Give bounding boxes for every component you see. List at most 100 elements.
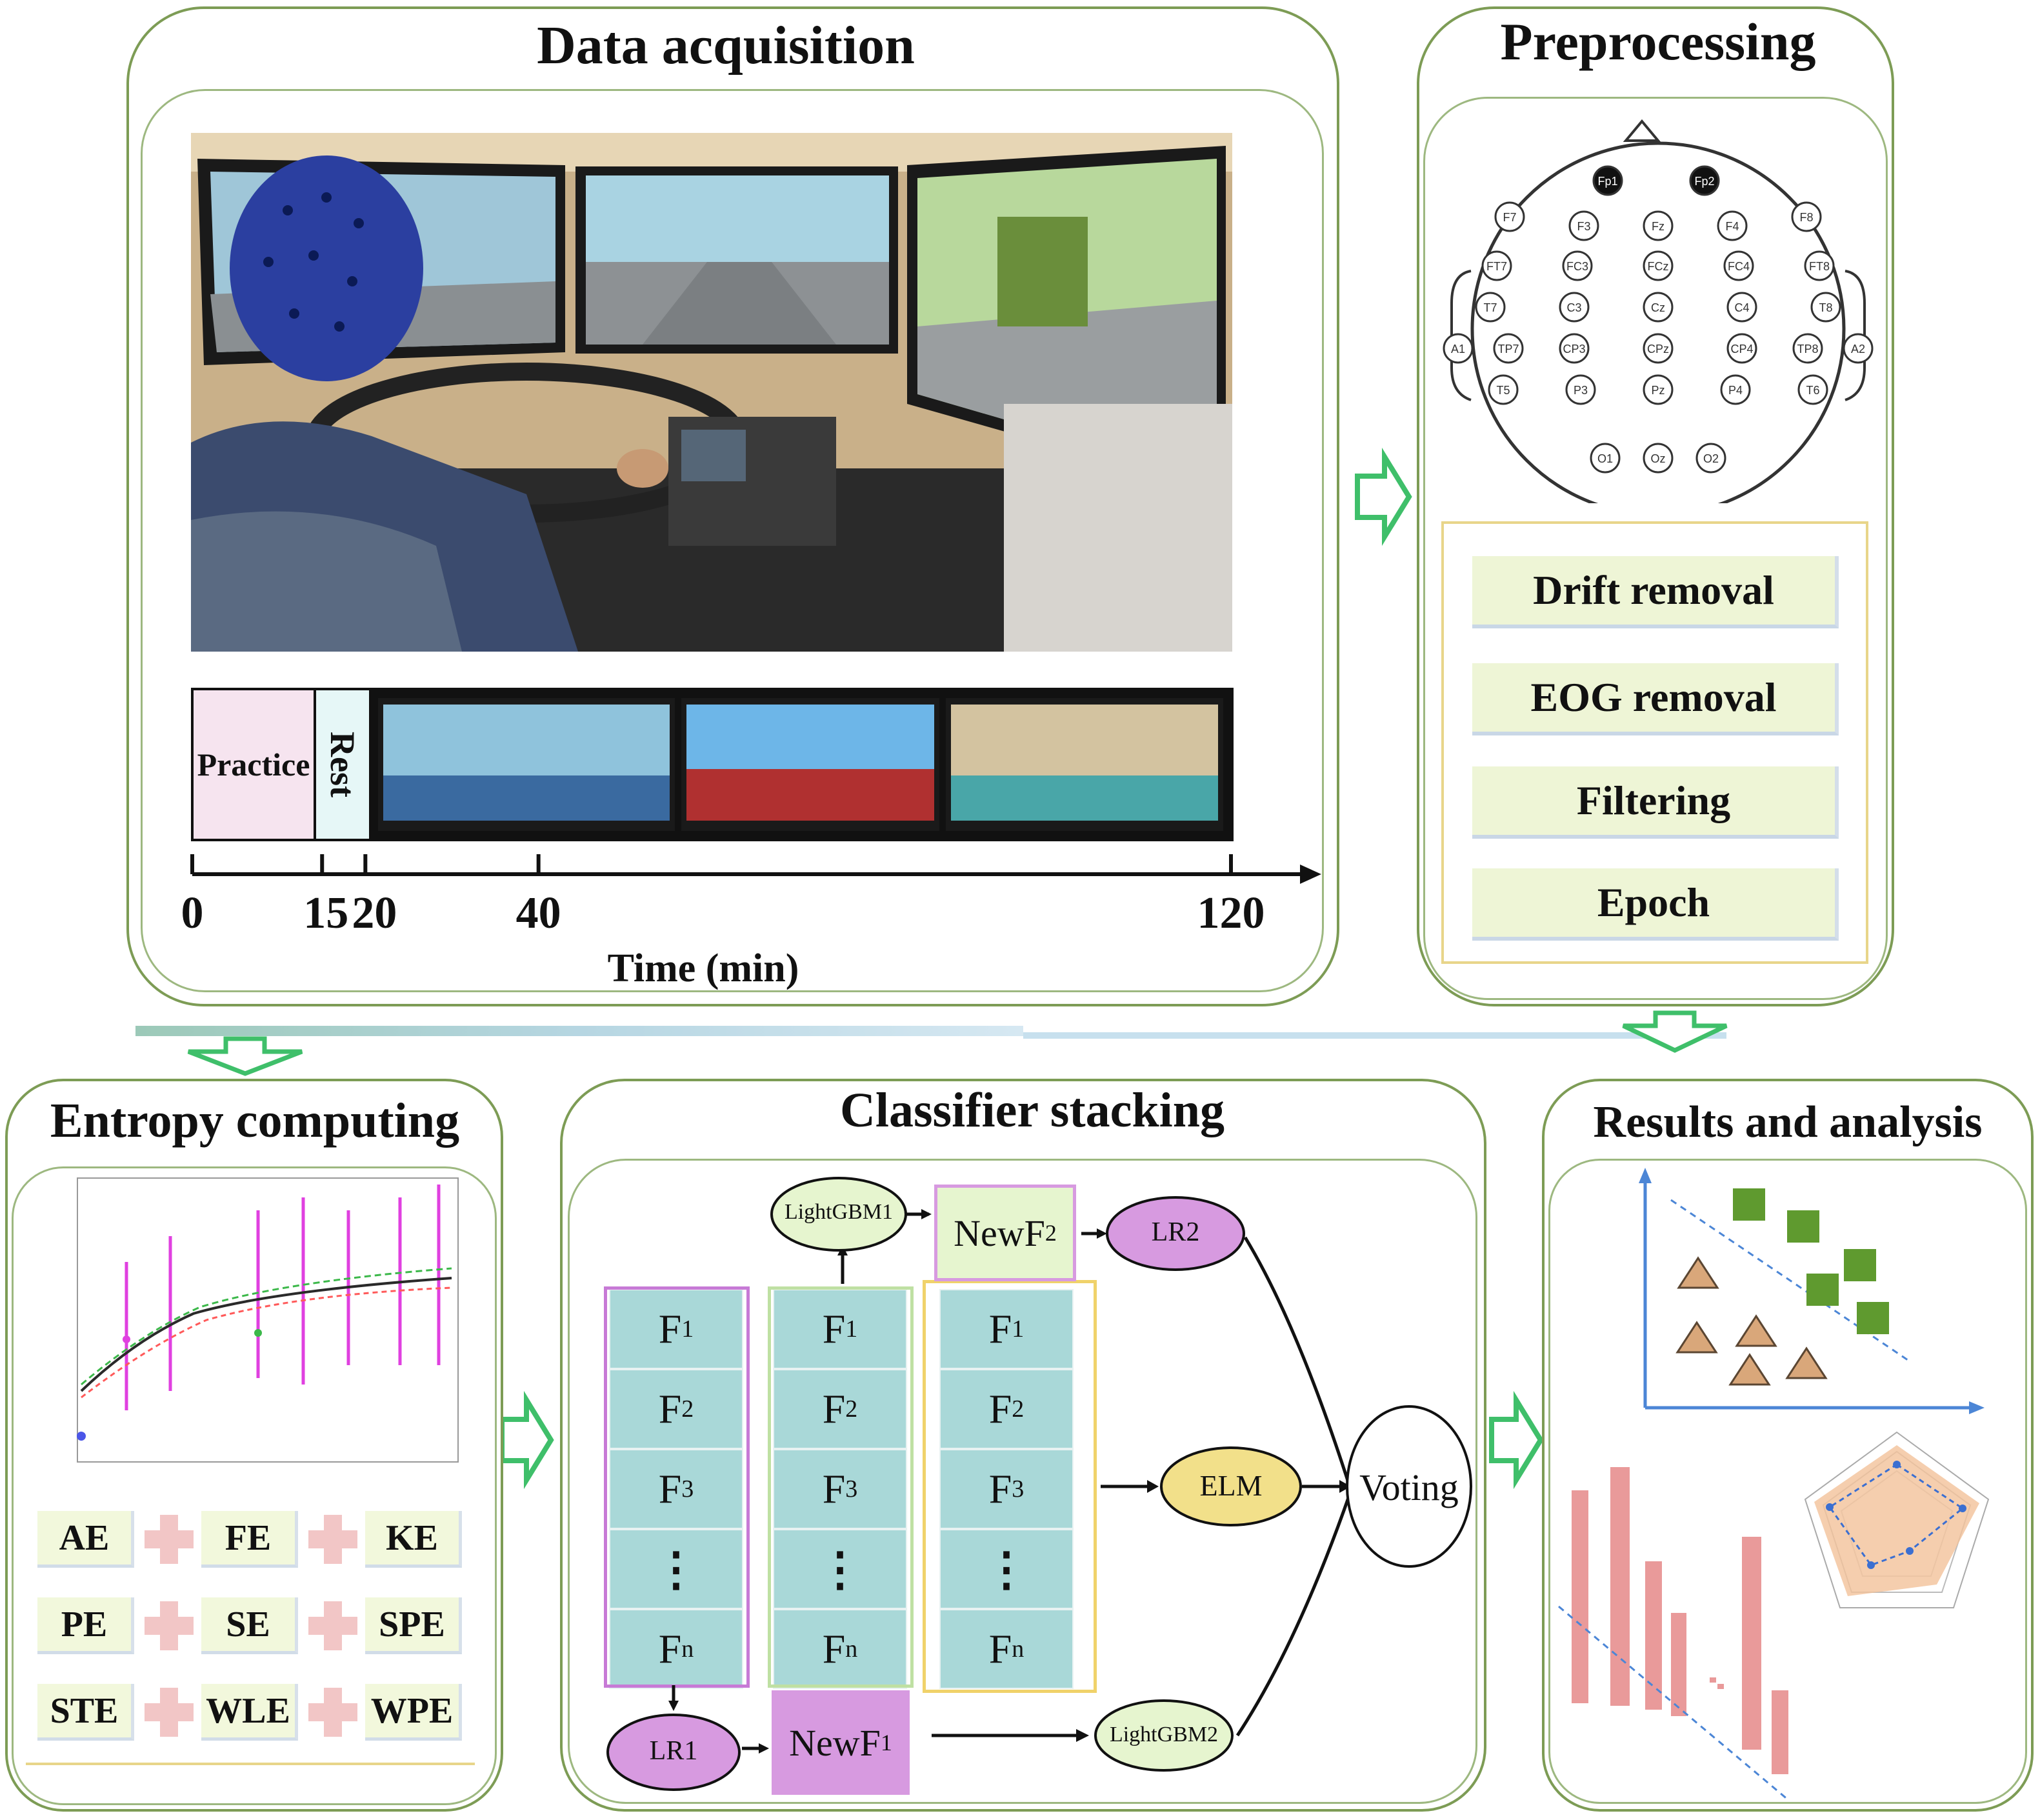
arrow-right-icon xyxy=(499,1390,554,1490)
electrode-f3 xyxy=(1568,210,1599,241)
feature-label: ⋮ xyxy=(817,1543,863,1595)
feature-label: F xyxy=(822,1466,846,1512)
entropy-measure-ae: AE xyxy=(37,1511,134,1568)
electrode-tp8 xyxy=(1792,333,1823,364)
driving-simulator-photo xyxy=(191,133,1232,652)
feature-subscript: 2 xyxy=(845,1395,858,1423)
feature-subscript: 3 xyxy=(1012,1475,1025,1503)
elm-node: ELM xyxy=(1199,1469,1263,1502)
new-f1-sub: 1 xyxy=(880,1730,892,1755)
timeline-tick-label: 15 xyxy=(303,888,349,938)
feature-label: F xyxy=(658,1306,682,1352)
plus-icon xyxy=(308,1515,357,1564)
electrode-f7 xyxy=(1494,201,1525,232)
electrode-o2 xyxy=(1695,443,1726,474)
timeline-tick-label: 40 xyxy=(515,888,561,938)
new-f2-label: NewF xyxy=(954,1212,1045,1254)
electrode-label: FC4 xyxy=(1728,260,1750,273)
entropy-measure-se: SE xyxy=(201,1597,298,1654)
new-f2-sub: 2 xyxy=(1045,1220,1057,1246)
feature-cell: ⋮ xyxy=(609,1529,743,1609)
feature-label: F xyxy=(822,1386,846,1432)
feature-cell: ⋮ xyxy=(939,1529,1074,1609)
new-f1-label: NewF xyxy=(789,1721,881,1764)
timeline-phase-rest: Rest xyxy=(316,690,369,839)
timeline-phase-practice-label: Practice xyxy=(197,746,310,783)
electrode-f8 xyxy=(1791,201,1822,232)
electrode-c3 xyxy=(1559,292,1590,323)
electrode-label: FC3 xyxy=(1566,260,1588,273)
timeline-axis xyxy=(190,854,1321,884)
electrode-t8 xyxy=(1810,292,1841,323)
timeline-tick-label: 0 xyxy=(181,888,204,938)
lr2-node: LR2 xyxy=(1151,1217,1200,1247)
arrow-right-icon xyxy=(1355,447,1412,546)
electrode-cp4 xyxy=(1726,333,1757,364)
plus-icon xyxy=(308,1688,357,1737)
electrode-label: F7 xyxy=(1503,211,1516,224)
timeline-tick-label: 120 xyxy=(1197,888,1265,938)
step-eog-removal: EOG removal xyxy=(1472,663,1839,735)
entropy-measure-wle: WLE xyxy=(201,1684,298,1741)
arrow-down-icon xyxy=(1622,1010,1728,1053)
electrode-label: P4 xyxy=(1728,384,1743,397)
feature-label: F xyxy=(988,1626,1012,1672)
electrode-label: F4 xyxy=(1725,220,1739,233)
feature-column-frame-2 xyxy=(768,1286,914,1688)
electrode-label: CPz xyxy=(1647,343,1669,355)
electrode-label: C3 xyxy=(1566,301,1581,314)
electrode-a1 xyxy=(1443,333,1474,364)
electrode-oz xyxy=(1643,443,1674,474)
step-drift-removal: Drift removal xyxy=(1472,556,1839,628)
electrode-p3 xyxy=(1565,374,1596,405)
feature-label: ⋮ xyxy=(983,1543,1030,1595)
timeline-axis-label: Time (min) xyxy=(607,946,799,990)
entropy-computing-title: Entropy computing xyxy=(50,1094,460,1148)
electrode-t5 xyxy=(1488,374,1519,405)
electrode-label: T8 xyxy=(1819,301,1832,314)
electrode-label: CP3 xyxy=(1563,343,1585,355)
panel-results-analysis-inner xyxy=(1548,1159,2027,1804)
feature-label: F xyxy=(658,1626,682,1672)
electrode-fp2 xyxy=(1689,165,1720,196)
electrode-label: T5 xyxy=(1496,384,1510,397)
electrode-label: F3 xyxy=(1577,220,1590,233)
panel-entropy-computing-inner xyxy=(12,1166,497,1805)
electrode-label: TP8 xyxy=(1797,343,1818,355)
results-illustration xyxy=(1558,1168,1990,1801)
feature-subscript: 2 xyxy=(681,1395,694,1423)
feature-label: F xyxy=(658,1386,682,1432)
classifier-stacking-title: Classifier stacking xyxy=(839,1083,1225,1137)
entropy-measure-wpe: WPE xyxy=(365,1684,462,1741)
electrode-label: C4 xyxy=(1734,301,1749,314)
feature-subscript: 1 xyxy=(845,1315,858,1343)
electrode-ft8 xyxy=(1804,250,1835,281)
electrode-fcz xyxy=(1643,250,1674,281)
plus-icon xyxy=(308,1601,357,1650)
electrode-o1 xyxy=(1590,443,1621,474)
electrode-label: Oz xyxy=(1650,452,1665,465)
step-filtering: Filtering xyxy=(1472,766,1839,839)
electrode-label: CP4 xyxy=(1730,343,1753,355)
results-analysis-title: Results and analysis xyxy=(1593,1097,1983,1147)
scatter-plot-icon xyxy=(1639,1168,1985,1414)
electrode-label: Cz xyxy=(1651,301,1665,314)
electrode-label: F8 xyxy=(1799,211,1813,224)
entropy-measure-fe: FE xyxy=(201,1511,298,1568)
preprocessing-steps-frame xyxy=(1441,521,1868,964)
electrode-ft7 xyxy=(1481,250,1512,281)
plus-icon xyxy=(145,1688,194,1737)
arrow-right-icon xyxy=(1489,1390,1544,1490)
electrode-t7 xyxy=(1475,292,1506,323)
electrode-pz xyxy=(1643,374,1674,405)
electrode-label: Pz xyxy=(1651,384,1665,397)
feature-label: ⋮ xyxy=(653,1543,699,1595)
electrode-label: FT7 xyxy=(1486,260,1507,273)
